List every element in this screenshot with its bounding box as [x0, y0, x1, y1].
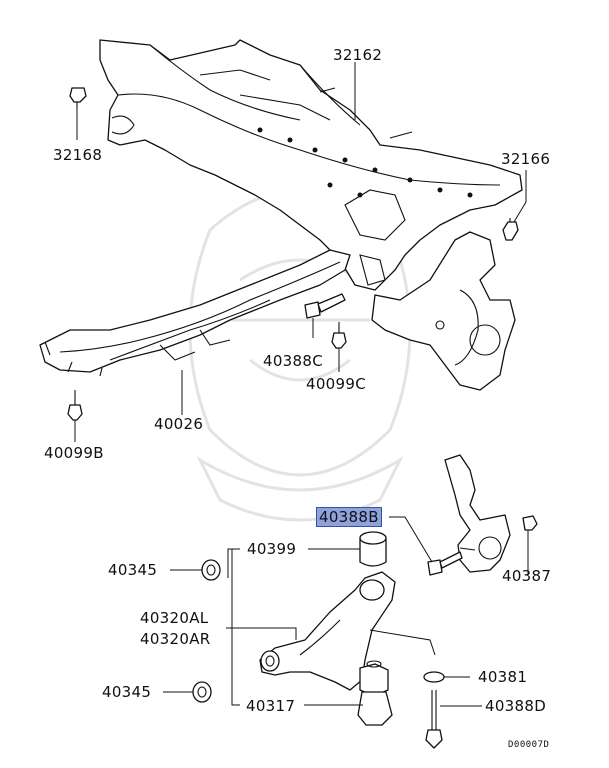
label-40320AR[interactable]: 40320AR [140, 630, 211, 648]
bolt-40099C[interactable] [331, 322, 347, 349]
ball-joint-40317[interactable] [357, 660, 393, 726]
bushing-40399[interactable] [359, 531, 387, 567]
label-32168[interactable]: 32168 [53, 146, 103, 164]
washer-40345-upper[interactable] [201, 559, 221, 581]
label-32166[interactable]: 32166 [501, 150, 551, 168]
washer-40381[interactable] [423, 671, 445, 683]
label-40388D[interactable]: 40388D [485, 697, 547, 715]
label-40388C[interactable]: 40388C [263, 352, 323, 370]
label-40345-upper[interactable]: 40345 [108, 561, 158, 579]
bolt-32168[interactable] [69, 87, 87, 108]
center-member-40026[interactable] [39, 249, 351, 377]
nut-40387[interactable] [522, 515, 538, 531]
leader-lines [74, 62, 529, 707]
front-crossmember-32162[interactable] [99, 39, 523, 291]
label-40099B[interactable]: 40099B [44, 444, 104, 462]
bolt-40388B[interactable] [427, 551, 463, 576]
washer-40345-lower[interactable] [192, 681, 212, 703]
label-40317[interactable]: 40317 [246, 697, 296, 715]
bolt-40388D[interactable] [425, 690, 443, 749]
mount-holes [257, 127, 473, 198]
label-40381[interactable]: 40381 [478, 668, 528, 686]
steering-knuckle-upper [371, 231, 516, 391]
bolt-40099B[interactable] [67, 390, 83, 421]
diagram-code: D00007D [508, 740, 550, 750]
label-40026[interactable]: 40026 [154, 415, 204, 433]
label-40388B-highlighted[interactable]: 40388B [316, 507, 382, 527]
bolt-40388C[interactable] [304, 293, 346, 319]
label-40345-lower[interactable]: 40345 [102, 683, 152, 701]
label-40099C[interactable]: 40099C [306, 375, 366, 393]
nut-32166[interactable] [502, 218, 519, 241]
label-40387[interactable]: 40387 [502, 567, 552, 585]
steering-knuckle-lower [444, 454, 511, 573]
label-40320AL[interactable]: 40320AL [140, 609, 209, 627]
label-40399[interactable]: 40399 [247, 540, 297, 558]
label-32162[interactable]: 32162 [333, 46, 383, 64]
